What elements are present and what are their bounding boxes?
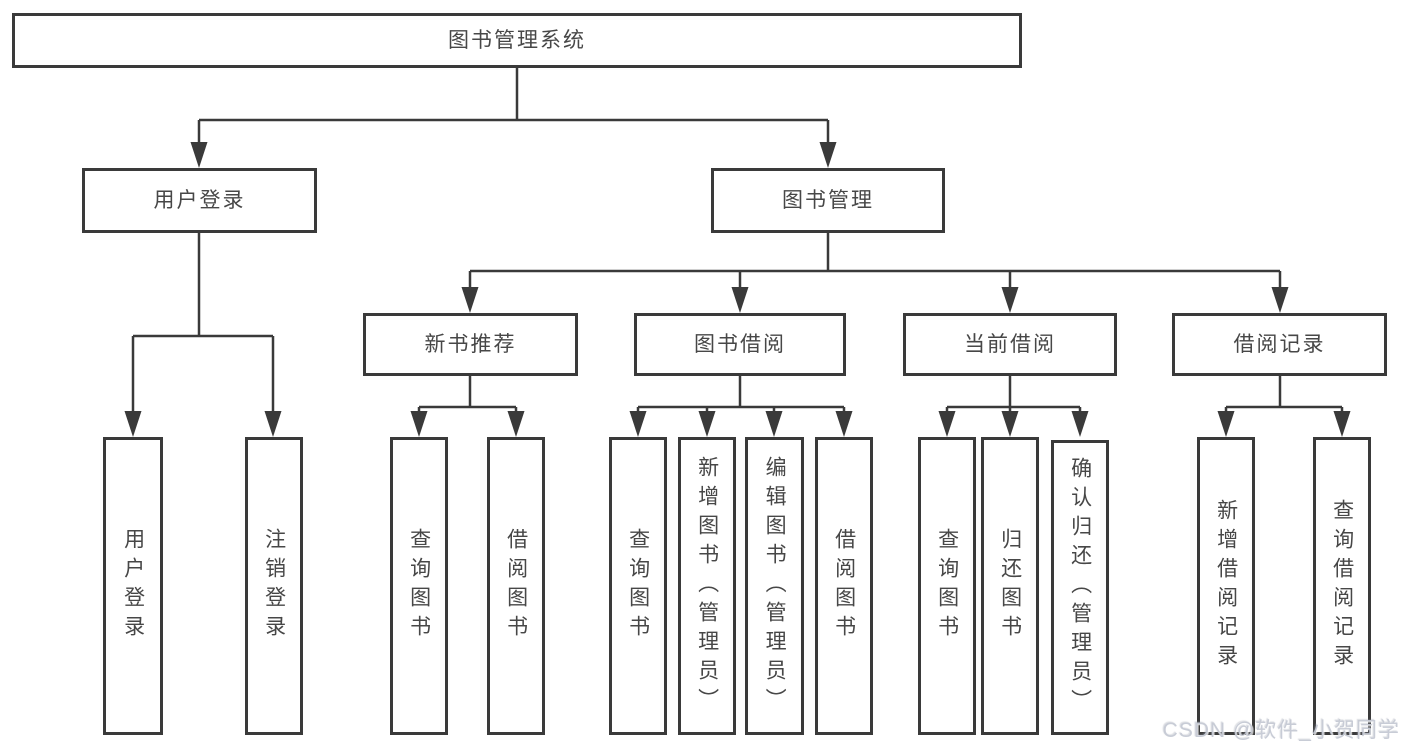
leaf-query-books-recommend: 查询图书 — [390, 437, 448, 735]
leaf-query-books-current: 查询图书 — [918, 437, 976, 735]
leaf-return-books: 归还图书 — [981, 437, 1039, 735]
leaf-confirm-return-admin: 确认归还（管理员） — [1051, 440, 1109, 735]
node-book-borrow: 图书借阅 — [634, 313, 846, 376]
leaf-query-borrow-record: 查询借阅记录 — [1313, 437, 1371, 735]
leaf-add-borrow-record: 新增借阅记录 — [1197, 437, 1255, 735]
leaf-borrow-books: 借阅图书 — [815, 437, 873, 735]
node-book-management-system: 图书管理系统 — [12, 13, 1022, 68]
leaf-logout: 注销登录 — [245, 437, 303, 735]
leaf-query-books-borrow: 查询图书 — [609, 437, 667, 735]
leaf-user-login: 用户登录 — [103, 437, 163, 735]
leaf-edit-books-admin: 编辑图书（管理员） — [745, 437, 804, 735]
leaf-add-books-admin: 新增图书（管理员） — [678, 437, 736, 735]
node-borrow-record: 借阅记录 — [1172, 313, 1387, 376]
node-new-book-recommend: 新书推荐 — [363, 313, 578, 376]
node-book-management: 图书管理 — [711, 168, 945, 233]
csdn-watermark: CSDN @软件_小贺同学 — [1162, 719, 1400, 742]
node-current-borrow: 当前借阅 — [903, 313, 1117, 376]
leaf-borrow-books-recommend: 借阅图书 — [487, 437, 545, 735]
node-user-login: 用户登录 — [82, 168, 317, 233]
